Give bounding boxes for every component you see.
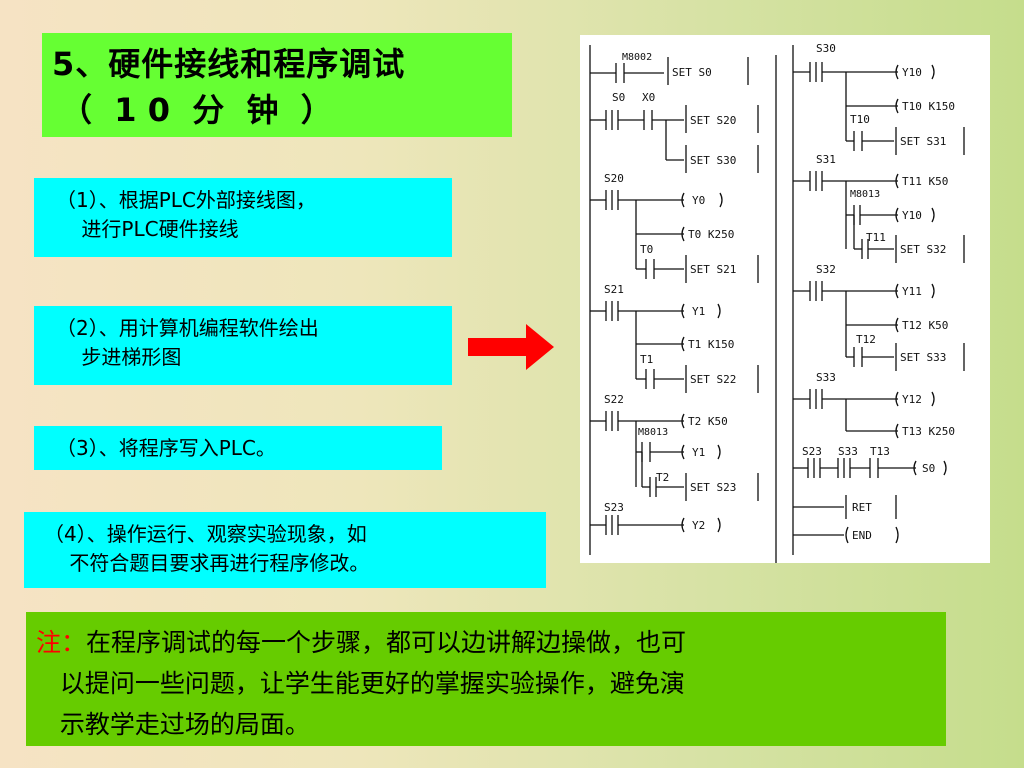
ladder-contact-label: S23: [802, 445, 822, 458]
ladder-coil-label: T0 K250: [688, 228, 734, 241]
ladder-coil-label: SET S20: [690, 114, 736, 127]
ladder-contact-label: S31: [816, 153, 836, 166]
ladder-coil-label: Y10: [902, 66, 922, 79]
ladder-coil-label: T13 K250: [902, 425, 955, 438]
step-4-box: （4）、操作运行、观察实验现象，如 不符合题目要求再进行程序修改。: [24, 512, 546, 588]
ladder-coil-label: SET S21: [690, 263, 736, 276]
ladder-contact-label: S33: [838, 445, 858, 458]
ladder-contact-label: X0: [642, 91, 655, 104]
ladder-coil-label: Y11: [902, 285, 922, 298]
page-subtitle: （ 1 0 分 钟 ）: [60, 91, 333, 129]
ladder-contact-label: M8002: [622, 52, 652, 63]
ladder-coil-label: T10 K150: [902, 100, 955, 113]
ladder-coil-label: T2 K50: [688, 415, 728, 428]
ladder-coil-label: SET S23: [690, 481, 736, 494]
step-2-box: （2）、用计算机编程软件绘出 步进梯形图: [34, 306, 452, 385]
note-line-1: 在程序调试的每一个步骤，都可以边讲解边操做，也可: [86, 628, 687, 657]
ladder-coil-label: Y12: [902, 393, 922, 406]
ladder-contact-label: T0: [640, 243, 653, 256]
ladder-coil-label: Y1: [692, 446, 705, 459]
ladder-contact-label: T10: [850, 113, 870, 126]
ladder-contact-label: S23: [604, 501, 624, 514]
ladder-coil-label: SET S22: [690, 373, 736, 386]
ladder-contact-label: S32: [816, 263, 836, 276]
ladder-contact-label: S0: [612, 91, 625, 104]
step-1-box: （1）、根据PLC外部接线图， 进行PLC硬件接线: [34, 178, 452, 257]
ladder-contact-label: T12: [856, 333, 876, 346]
step-1-text: （1）、根据PLC外部接线图， 进行PLC硬件接线: [56, 188, 316, 241]
ladder-contact-label: M8013: [638, 427, 668, 438]
note-line-3: 示教学走过场的局面。: [36, 710, 310, 739]
step-4-text: （4）、操作运行、观察实验现象，如 不符合题目要求再进行程序修改。: [44, 522, 370, 575]
ladder-coil-label: SET S30: [690, 154, 736, 167]
ladder-coil-label: Y10: [902, 209, 922, 222]
ladder-coil-label: S0: [922, 462, 935, 475]
note-box: 注：在程序调试的每一个步骤，都可以边讲解边操做，也可 以提问一些问题，让学生能更…: [26, 612, 946, 746]
ladder-contact-label: S33: [816, 371, 836, 384]
right-arrow-icon: [468, 322, 556, 376]
ladder-contact-label: S20: [604, 172, 624, 185]
title-box: 5、硬件接线和程序调试 （ 1 0 分 钟 ）: [42, 33, 512, 137]
ladder-contact-label: T1: [640, 353, 653, 366]
ladder-coil-label: SET S0: [672, 66, 712, 79]
ladder-coil-label: SET S32: [900, 243, 946, 256]
ladder-contact-label: T13: [870, 445, 890, 458]
note-line-2: 以提问一些问题，让学生能更好的掌握实验操作，避免演: [36, 669, 685, 698]
ladder-coil-label: SET S31: [900, 135, 946, 148]
ladder-coil-label: T11 K50: [902, 175, 948, 188]
ladder-coil-label: Y1: [692, 305, 705, 318]
step-3-box: （3）、将程序写入PLC。: [34, 426, 442, 470]
ladder-contact-label: S21: [604, 283, 624, 296]
ladder-coil-label: Y2: [692, 519, 705, 532]
ladder-coil-label: END: [852, 529, 872, 542]
ladder-contact-label: S30: [816, 42, 836, 55]
ladder-contact-label: S22: [604, 393, 624, 406]
ladder-contact-label: T2: [656, 471, 669, 484]
ladder-contact-label: M8013: [850, 189, 880, 200]
ladder-coil-label: Y0: [692, 194, 705, 207]
ladder-diagram: M8002 SET S0 S0 X0 SET S20 SET S30 S20 Y…: [580, 35, 990, 563]
step-2-text: （2）、用计算机编程软件绘出 步进梯形图: [56, 316, 319, 369]
ladder-contact-label: T11: [866, 231, 886, 244]
note-label: 注：: [36, 628, 87, 657]
ladder-coil-label: T1 K150: [688, 338, 734, 351]
page-title: 5、硬件接线和程序调试: [52, 45, 406, 83]
ladder-coil-label: SET S33: [900, 351, 946, 364]
ladder-coil-label: RET: [852, 501, 872, 514]
ladder-coil-label: T12 K50: [902, 319, 948, 332]
step-3-text: （3）、将程序写入PLC。: [56, 436, 276, 460]
